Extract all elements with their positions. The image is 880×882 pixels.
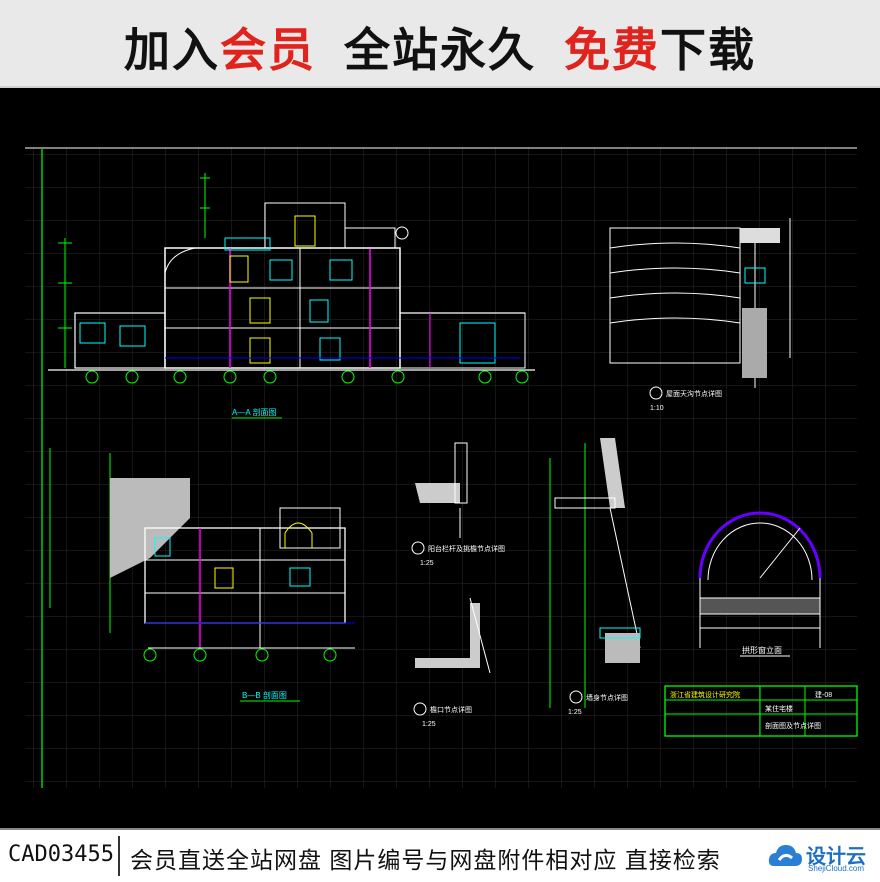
title-block-company: 浙江省建筑设计研究院 [670, 690, 740, 699]
arch-window: 拱形窗立面 [698, 511, 822, 657]
banner-free: 免费 [564, 24, 660, 76]
banner-sitewide: 全站永久 [344, 24, 536, 76]
banner-download: 下载 [660, 24, 756, 76]
title-block-project: 某住宅楼 [765, 704, 793, 713]
detail-b-scale: 1:25 [568, 709, 582, 716]
footer-bar: CAD03455 会员直送全站网盘 图片编号与网盘附件相对应 直接检索 设计云 … [0, 828, 880, 882]
detail-a-gutter: 屋面天沟节点详图 1:10 [609, 218, 791, 412]
section-b-b: B—B 剖面图 [49, 448, 355, 702]
detail-d-scale: 1:25 [422, 721, 436, 728]
detail-b-title: 墙身节点详图 [586, 693, 628, 702]
footer-divider [118, 836, 120, 876]
banner-text: 加入会员全站永久免费下载 [0, 14, 880, 80]
cad-drawing: A—A 剖面图 屋面天沟节点详图 1:10 [25, 147, 858, 788]
section-a-a: A—A 剖面图 [48, 173, 535, 419]
cad-drawing-canvas: A—A 剖面图 屋面天沟节点详图 1:10 [0, 88, 880, 828]
detail-a-scale: 1:10 [650, 405, 664, 412]
site-logo[interactable]: 设计云 ShejiCloud.com [766, 838, 876, 878]
title-block-sheet: 剖面图及节点详图 [765, 721, 821, 730]
item-code: CAD03455 [8, 842, 114, 867]
footer-slogan: 会员直送全站网盘 图片编号与网盘附件相对应 直接检索 [130, 847, 721, 873]
section-a-title: A—A 剖面图 [232, 407, 276, 417]
logo-url: ShejiCloud.com [808, 864, 865, 873]
detail-b-wall: 墙身节点详图 1:25 [549, 438, 641, 716]
arch-window-title: 拱形窗立面 [742, 645, 782, 655]
detail-c-scale: 1:25 [420, 560, 434, 567]
section-b-title: B—B 剖面图 [242, 690, 287, 700]
title-block: 浙江省建筑设计研究院 某住宅楼 剖面图及节点详图 建-08 [664, 685, 858, 737]
cloud-icon [768, 845, 802, 866]
detail-d-title: 檐口节点详图 [430, 705, 472, 714]
logo-text: 设计云 [806, 846, 866, 868]
banner-member: 会员 [220, 24, 316, 76]
detail-c-balcony: 阳台栏杆及挑檐节点详图 1:25 [411, 442, 505, 567]
detail-a-title: 屋面天沟节点详图 [666, 389, 722, 398]
grid-background [25, 148, 857, 788]
detail-c-title: 阳台栏杆及挑檐节点详图 [428, 544, 505, 553]
title-block-no: 建-08 [815, 690, 832, 699]
banner-join: 加入 [124, 24, 220, 76]
detail-d-eave: 檐口节点详图 1:25 [413, 597, 491, 728]
promo-banner: 加入会员全站永久免费下载 [0, 0, 880, 88]
